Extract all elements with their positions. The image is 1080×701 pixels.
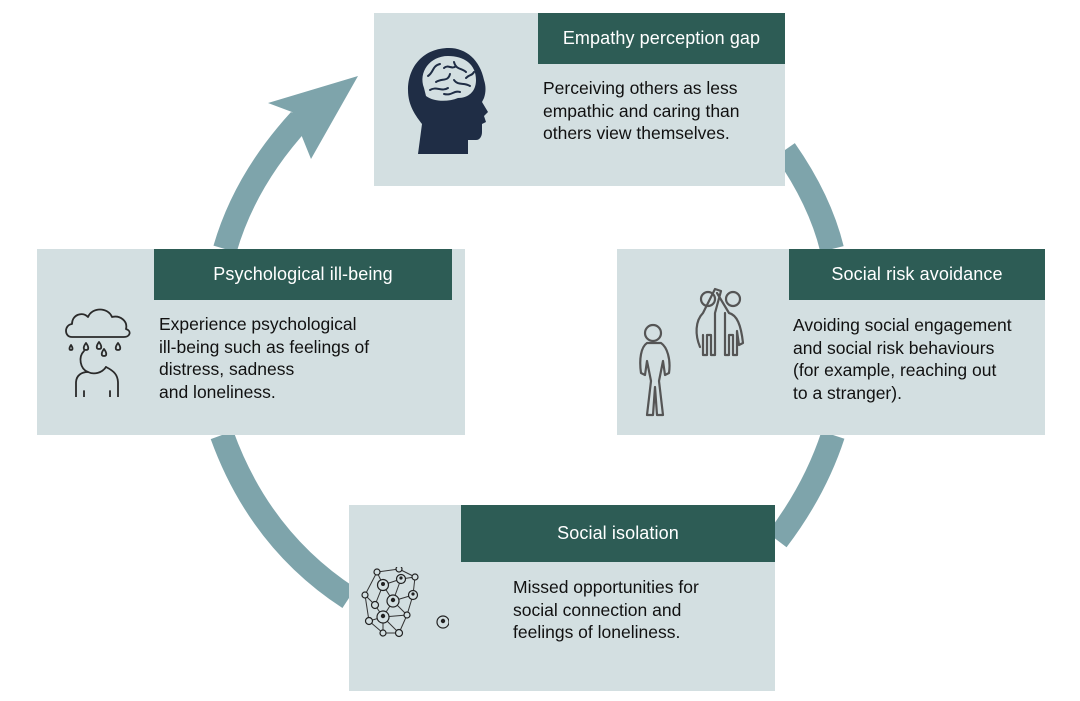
description-line: social connection and	[513, 599, 682, 620]
description-line: empathic and caring than	[543, 100, 740, 121]
description-line: distress, sadness	[159, 359, 295, 379]
description-line: to a stranger).	[793, 382, 902, 403]
arrow-illbeing-to-empathy	[213, 111, 309, 253]
stage-title: Psychological ill-being	[154, 249, 452, 300]
description-line: Perceiving others as less	[543, 78, 738, 98]
stage-card-social-isolation: Social isolation	[349, 505, 775, 691]
rain-cloud-person-icon	[62, 305, 132, 398]
description-line: Experience psychological	[159, 314, 357, 334]
stage-description: Avoiding social engagement and social ri…	[793, 314, 1012, 404]
description-line: others view themselves.	[543, 123, 730, 143]
stage-card-social-risk-avoidance: Social risk avoidance Avoiding social en…	[617, 249, 1045, 435]
people-high-five-icon	[625, 285, 755, 420]
description-line: ill-being such as feelings of	[159, 336, 370, 357]
stage-title: Empathy perception gap	[538, 13, 785, 64]
stage-description: Perceiving others as less empathic and c…	[543, 77, 740, 145]
description-line: (for example, reaching out	[793, 360, 997, 380]
stage-description: Missed opportunities for social connecti…	[513, 576, 699, 644]
social-network-icon	[357, 565, 450, 652]
stage-description: Experience psychological ill-being such …	[159, 313, 369, 403]
stage-title: Social isolation	[461, 505, 775, 562]
description-line: and social risk behaviours	[793, 337, 995, 358]
stage-card-psychological-ill-being: Psychological ill-being Experience psych…	[37, 249, 465, 435]
stage-title: Social risk avoidance	[789, 249, 1045, 300]
stage-card-empathy-perception-gap: Empathy perception gap Perceiving others…	[374, 13, 785, 186]
description-line: Missed opportunities for	[513, 577, 699, 597]
description-line: and loneliness.	[159, 381, 276, 402]
arrow-risk-to-isolation	[767, 431, 845, 548]
description-line: feelings of loneliness.	[513, 622, 681, 642]
arrow-empathy-to-risk	[775, 143, 844, 252]
arrowhead-icon	[268, 76, 358, 159]
head-brain-icon	[404, 46, 494, 156]
description-line: Avoiding social engagement	[793, 315, 1012, 335]
arrow-isolation-to-illbeing	[210, 430, 356, 609]
